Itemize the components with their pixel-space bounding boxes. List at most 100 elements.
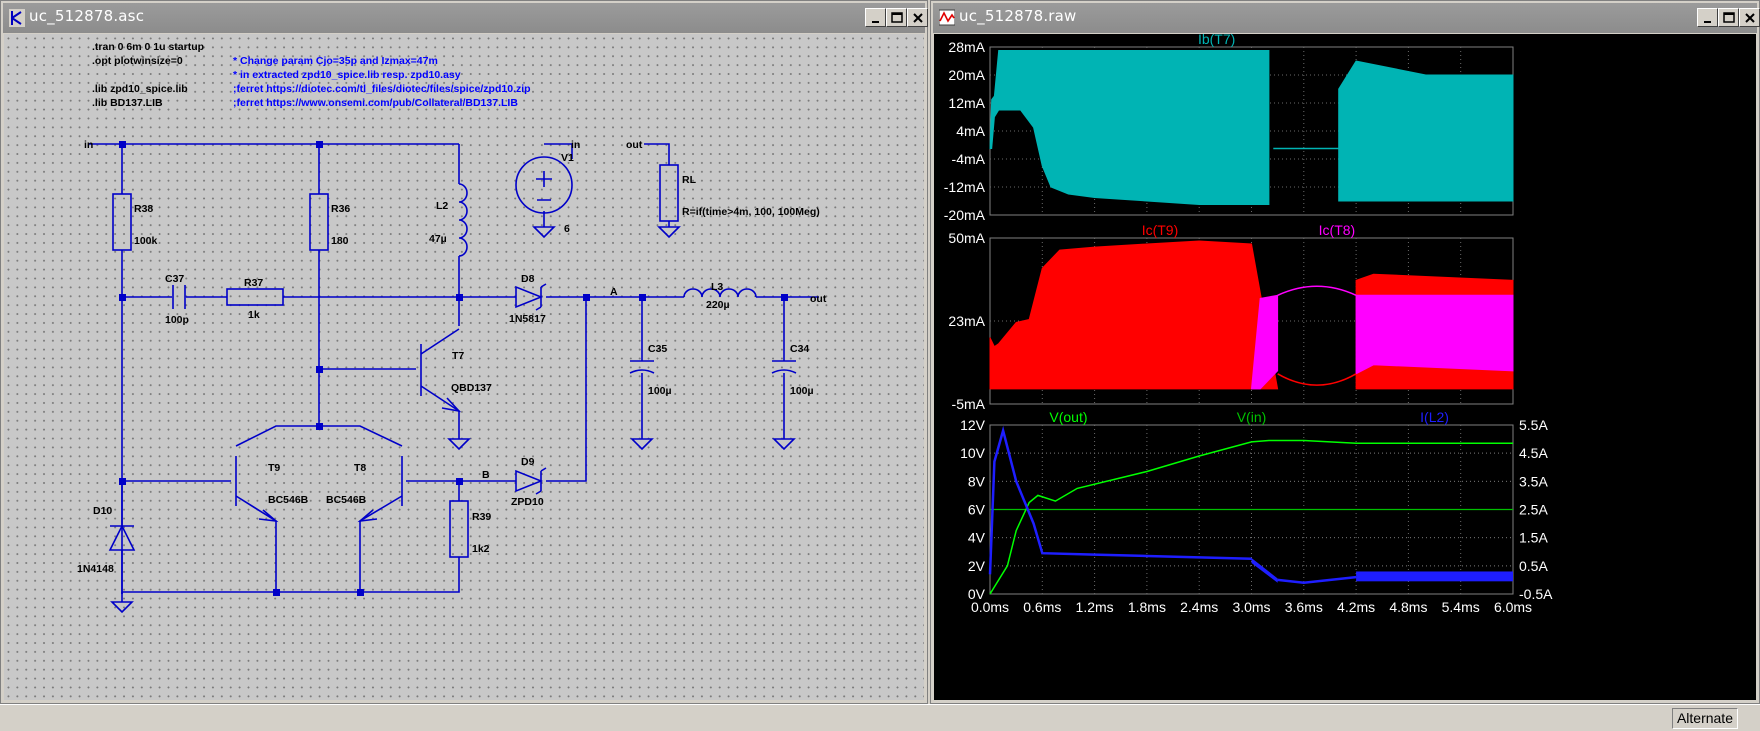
maximize-icon	[1723, 12, 1735, 23]
x-tick-label: 6.0ms	[1494, 599, 1532, 615]
trace-i-l2	[988, 425, 1252, 575]
directive-lib-bd137: .lib BD137.LIB	[92, 97, 163, 109]
r39-name: R39	[472, 511, 491, 523]
waveform-titlebar[interactable]: uc_512878.raw	[933, 3, 1760, 33]
y-tick-label: 28mA	[948, 39, 985, 55]
d8-value: 1N5817	[509, 313, 546, 325]
x-tick-label: 1.2ms	[1076, 599, 1114, 615]
schematic-app-icon	[9, 9, 25, 27]
t7-name: T7	[452, 350, 464, 362]
d8-name: D8	[521, 273, 535, 285]
r38-value: 100k	[134, 235, 158, 247]
x-tick-label: 4.2ms	[1337, 599, 1375, 615]
legend-ic-t8: Ic(T8)	[1319, 222, 1356, 238]
rl-name: RL	[682, 174, 697, 186]
y-tick-label-amps: 3.5A	[1519, 473, 1548, 489]
net-label-b: B	[482, 469, 490, 481]
v1-value: 6	[564, 223, 570, 235]
net-label-out-rl: out	[626, 139, 643, 151]
comment-text: * Change param Cjo=35p and Izmax=47m * i…	[233, 55, 531, 109]
l2-value: 47µ	[429, 233, 447, 245]
y-tick-label: -12mA	[944, 179, 986, 195]
mode-indicator: Alternate	[1671, 708, 1738, 729]
net-label-in-v1: in	[571, 139, 580, 151]
r37-name: R37	[244, 277, 263, 289]
x-tick-label: 0.0ms	[971, 599, 1009, 615]
legend-ic-t9: Ic(T9)	[1142, 222, 1179, 238]
minimize-icon	[1704, 21, 1711, 23]
trace-v-out	[989, 439, 1513, 595]
d10-value: 1N4148	[77, 563, 114, 575]
legend-v-in: V(in)	[1237, 409, 1267, 425]
r36-name: R36	[331, 203, 350, 215]
y-tick-label-volts: 0V	[968, 586, 986, 602]
d10-name: D10	[93, 505, 112, 517]
ground-symbols	[110, 226, 796, 614]
y-tick-label-amps: 1.5A	[1519, 530, 1548, 546]
waveform-app-icon	[939, 9, 955, 26]
c37-value: 100p	[165, 314, 189, 326]
comment-change-param: * Change param Cjo=35p and Izmax=47m	[233, 55, 438, 67]
trace-i-l2-band	[1356, 571, 1513, 582]
y-tick-label-volts: 4V	[968, 530, 986, 546]
labels: in in out out A B R38 100k R36 180 L2 47…	[77, 139, 827, 575]
x-tick-label: 1.8ms	[1128, 599, 1166, 615]
y-tick-label: 50mA	[948, 230, 985, 246]
legend-v-out: V(out)	[1049, 409, 1087, 425]
close-icon	[913, 13, 923, 23]
comment-ferret-zpd10: ;ferret https://diotec.com/tl_files/diot…	[233, 83, 531, 95]
waveform-close-button[interactable]	[1739, 8, 1760, 27]
y-tick-label: 4mA	[956, 123, 985, 139]
trace-ib-t7	[989, 50, 1270, 205]
waveform-window-title: uc_512878.raw	[959, 7, 1077, 25]
directive-lib-zpd10: .lib zpd10_spice.lib	[92, 83, 188, 95]
trace-ic-t8-idle	[1277, 285, 1357, 297]
x-tick-label: 5.4ms	[1442, 599, 1480, 615]
trace-i-l2	[1277, 575, 1357, 584]
c34-value: 100µ	[790, 385, 814, 397]
schematic-drawing[interactable]: .tran 0 6m 0 1u startup .opt plotwinsize…	[4, 34, 926, 702]
maximize-button[interactable]	[886, 8, 907, 27]
minimize-button[interactable]	[865, 8, 886, 27]
x-tick-label: 3.0ms	[1232, 599, 1270, 615]
x-tick-label: 3.6ms	[1285, 599, 1323, 615]
trace-i-l2-ripple	[1251, 557, 1278, 583]
y-tick-label-amps: 4.5A	[1519, 445, 1548, 461]
c35-name: C35	[648, 343, 667, 355]
trace-ic-t9-idle	[1277, 373, 1357, 386]
schematic-window[interactable]: uc_512878.asc	[0, 0, 928, 704]
r38-name: R38	[134, 203, 153, 215]
d9-name: D9	[521, 456, 535, 468]
waveform-maximize-button[interactable]	[1718, 8, 1739, 27]
waveform-minimize-button[interactable]	[1697, 8, 1718, 27]
schematic-titlebar[interactable]: uc_512878.asc	[3, 3, 928, 33]
schematic-canvas[interactable]: .tran 0 6m 0 1u startup .opt plotwinsize…	[4, 34, 924, 700]
y-tick-label: -20mA	[944, 207, 986, 223]
c37-name: C37	[165, 273, 184, 285]
rl-value: R=if(time>4m, 100, 100Meg)	[682, 206, 820, 218]
transistor-arrows	[258, 397, 462, 523]
component-symbols	[108, 156, 797, 558]
directive-tran: .tran 0 6m 0 1u startup	[92, 41, 204, 53]
close-button[interactable]	[907, 8, 928, 27]
y-tick-label: 23mA	[948, 313, 985, 329]
y-tick-label-amps: 2.5A	[1519, 502, 1548, 518]
c35-value: 100µ	[648, 385, 672, 397]
y-tick-label-volts: 8V	[968, 473, 986, 489]
maximize-icon	[891, 12, 903, 23]
t9-value: BC546B	[268, 494, 309, 506]
trace-ib-t7	[1338, 60, 1514, 202]
pane-voltages-il2[interactable]: 12V10V8V6V4V2V0V5.5A4.5A3.5A2.5A1.5A0.5A…	[960, 409, 1553, 615]
t7-value: QBD137	[451, 382, 492, 394]
junctions	[119, 141, 788, 596]
x-tick-label: 2.4ms	[1180, 599, 1218, 615]
y-tick-label-amps: 0.5A	[1519, 558, 1548, 574]
y-tick-label-volts: 12V	[960, 417, 986, 433]
y-tick-label-volts: 6V	[968, 502, 986, 518]
netlist-text: .tran 0 6m 0 1u startup .opt plotwinsize…	[92, 41, 204, 109]
